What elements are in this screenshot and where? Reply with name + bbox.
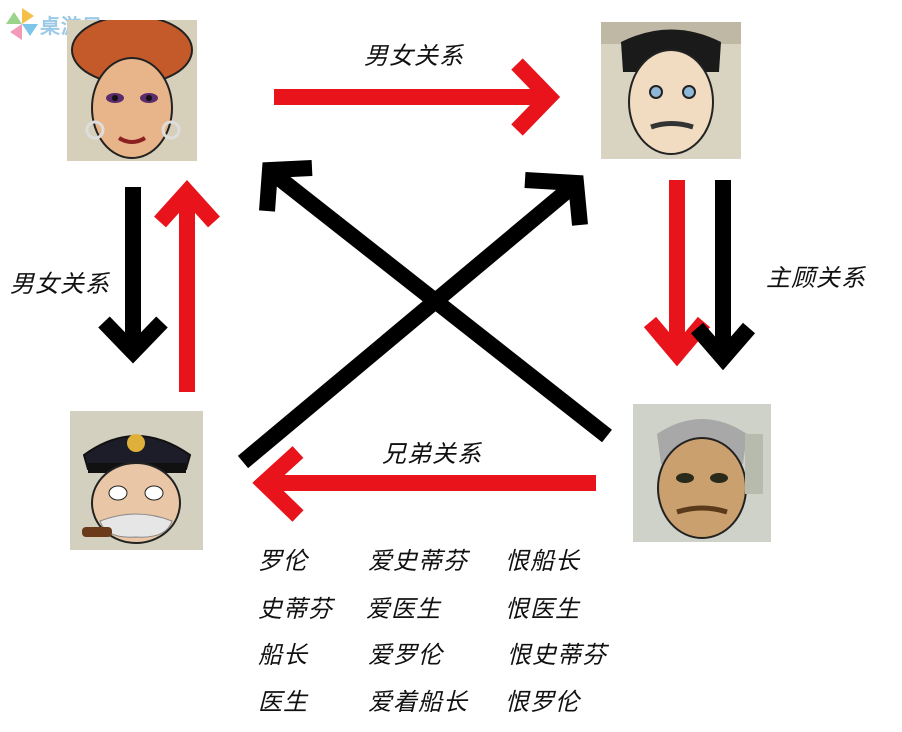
arrow-right-red-down xyxy=(643,180,711,367)
portrait-bottom-left xyxy=(70,411,203,550)
captain-portrait-icon xyxy=(70,411,203,550)
table-cell: 恨船长 xyxy=(505,547,580,575)
relation-label-bottom: 兄弟关系 xyxy=(382,440,482,468)
man-sir-steven-portrait-icon xyxy=(601,22,741,159)
pinwheel-logo-icon xyxy=(6,8,38,40)
portrait-top-right xyxy=(601,22,741,159)
arrow-left-black-down xyxy=(98,187,168,364)
relation-label-right: 主顾关系 xyxy=(766,264,866,292)
relation-label-left: 男女关系 xyxy=(10,270,110,298)
table-cell: 恨史蒂芬 xyxy=(507,641,607,669)
portrait-top-left xyxy=(67,20,197,161)
table-cell: 恨罗伦 xyxy=(505,688,580,716)
table-cell: 爱医生 xyxy=(366,595,441,623)
table-cell: 恨医生 xyxy=(505,595,580,623)
table-cell: 爱着船长 xyxy=(368,688,468,716)
arrow-bottom-red xyxy=(252,446,596,522)
relation-label-top: 男女关系 xyxy=(364,42,464,70)
table-cell: 罗伦 xyxy=(258,547,308,575)
arrow-top-red xyxy=(274,58,561,136)
table-cell: 爱罗伦 xyxy=(368,641,443,669)
table-cell: 爱史蒂芬 xyxy=(368,547,468,575)
woman-turban-portrait-icon xyxy=(67,20,197,161)
arrow-right-black-down xyxy=(690,180,756,371)
arrow-left-red-up xyxy=(154,180,220,392)
old-doctor-portrait-icon xyxy=(633,404,771,542)
table-cell: 医生 xyxy=(258,688,308,716)
table-cell: 船长 xyxy=(258,641,308,669)
arrow-diagonal-to-top-right xyxy=(237,172,588,469)
table-cell: 史蒂芬 xyxy=(258,595,333,623)
portrait-bottom-right xyxy=(633,404,771,542)
